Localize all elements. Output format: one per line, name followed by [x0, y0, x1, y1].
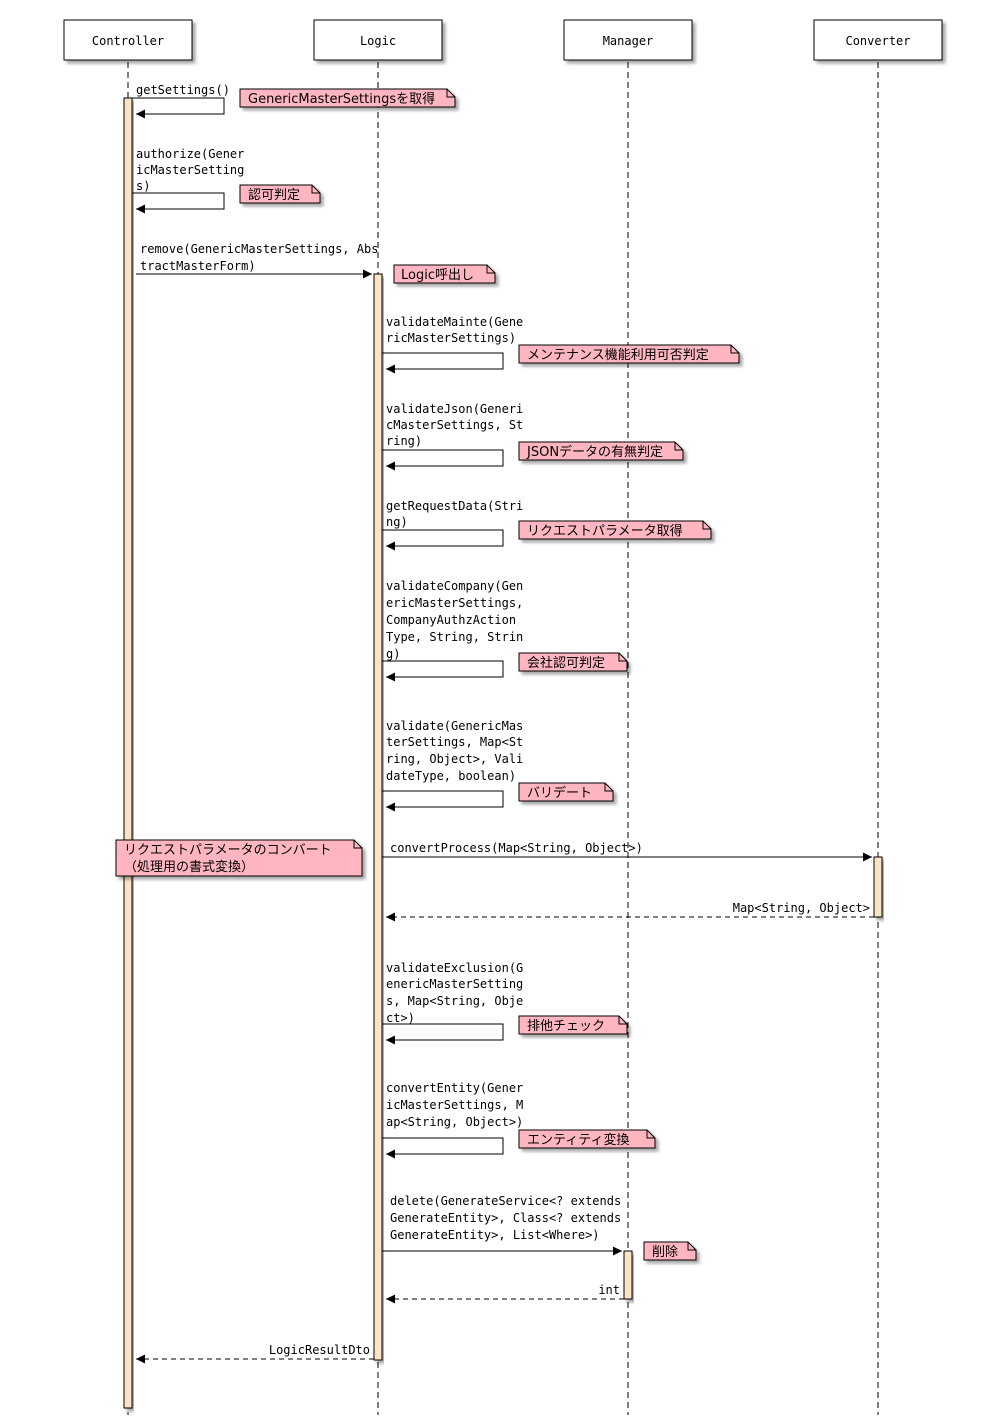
message-label: validateMainte(Gene ricMasterSettings) [386, 315, 531, 345]
message-label: getSettings() [136, 83, 230, 97]
note: 認可判定 [239, 184, 321, 204]
self-call-arrow [382, 660, 504, 682]
note-text: GenericMasterSettingsを取得 [248, 91, 435, 107]
participant-logic [313, 19, 443, 61]
activation-controller [123, 97, 133, 1409]
message-label: remove(GenericMasterSettings, Abs tractM… [140, 242, 386, 273]
note-text: 排他チェック [527, 1019, 605, 1034]
note-text: リクエストパラメータ取得 [527, 523, 683, 539]
note: 会社認可判定 [518, 652, 628, 672]
participant-label: Manager [603, 34, 654, 48]
self-call-arrow [132, 97, 225, 119]
note: バリデート [518, 782, 614, 802]
message-label: int [598, 1283, 620, 1297]
message-label: validateJson(Generi cMasterSettings, St … [386, 402, 531, 448]
note: JSONデータの有無判定 [518, 441, 684, 461]
note-text: エンティティ変換 [527, 1132, 629, 1148]
participant-controller [63, 19, 193, 61]
note: 排他チェック [518, 1015, 628, 1035]
note-text: バリデート [527, 785, 592, 801]
participant-label: Logic [360, 34, 396, 48]
note-text: リクエストパラメータのコンバート （処理用の書式変換） [124, 843, 336, 875]
note: メンテナンス機能利用可否判定 [518, 344, 740, 364]
note: リクエストパラメータ取得 [518, 520, 712, 540]
message-label: LogicResultDto [269, 1343, 370, 1357]
participant-manager [563, 19, 693, 61]
message-label: validateExclusion(G enericMasterSetting … [386, 961, 531, 1025]
self-call-arrow [132, 192, 225, 214]
self-call-arrow [382, 449, 504, 471]
note-text: Logic呼出し [401, 268, 474, 283]
note: GenericMasterSettingsを取得 [239, 88, 456, 108]
message-label: authorize(Gener icMasterSetting s) [136, 147, 252, 193]
self-call-arrow [382, 529, 504, 551]
self-call-arrow [382, 1137, 504, 1159]
message-label: Map<String, Object> [733, 901, 870, 915]
note: 削除 [643, 1241, 697, 1261]
participant-label: Converter [845, 34, 910, 48]
message-label: validateCompany(Gen ericMasterSettings, … [386, 579, 531, 661]
message-label: validate(GenericMas terSettings, Map<St … [386, 719, 531, 783]
note-text: 会社認可判定 [527, 655, 605, 671]
self-call-arrow [382, 352, 504, 374]
note: Logic呼出し [393, 264, 496, 284]
note-text: 削除 [652, 1245, 678, 1260]
note: リクエストパラメータのコンバート （処理用の書式変換） [115, 839, 363, 877]
message-label: convertEntity(Gener icMasterSettings, M … [386, 1081, 531, 1129]
message-label: delete(GenerateService<? extends Generat… [390, 1194, 628, 1242]
activation-converter [873, 856, 883, 918]
message-label: getRequestData(Stri ng) [386, 499, 531, 529]
participant-label: Controller [92, 34, 164, 48]
note: エンティティ変換 [518, 1129, 656, 1149]
self-call-arrow [382, 790, 504, 812]
participant-converter [813, 19, 943, 61]
note-text: メンテナンス機能利用可否判定 [527, 348, 709, 363]
message-label: convertProcess(Map<String, Object>) [390, 841, 643, 855]
self-call-arrow [382, 1023, 504, 1045]
note-text: JSONデータの有無判定 [526, 444, 663, 460]
activation-logic [373, 273, 383, 1361]
activation-manager [623, 1250, 633, 1300]
note-text: 認可判定 [248, 187, 300, 203]
